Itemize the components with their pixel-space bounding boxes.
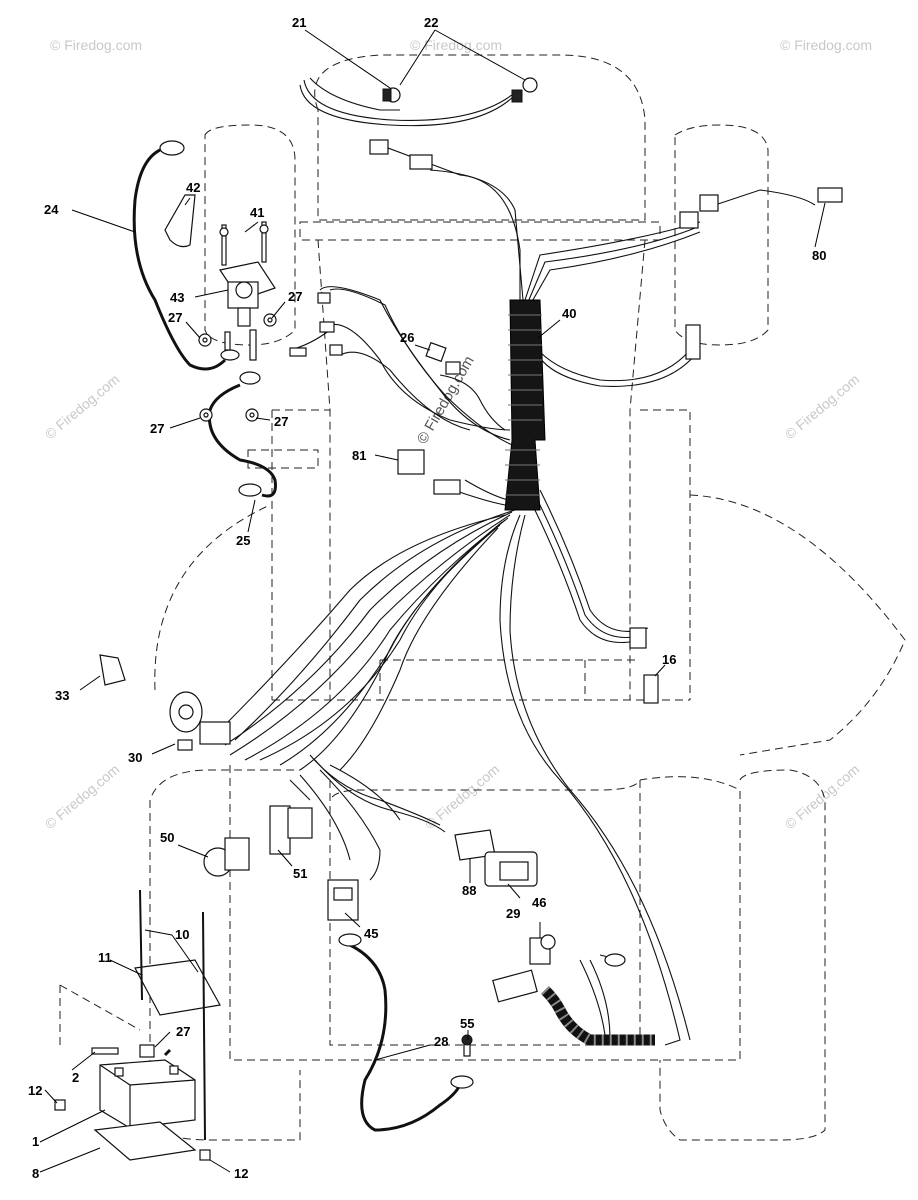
callout-29: 29	[506, 906, 520, 921]
callout-30: 30	[128, 750, 142, 765]
callout-27: 27	[274, 414, 288, 429]
callout-27: 27	[176, 1024, 190, 1039]
battery-1	[99, 1059, 196, 1129]
battery-cables	[132, 140, 474, 1132]
callout-16: 16	[662, 652, 676, 667]
tray-8	[93, 1121, 197, 1161]
callout-11: 11	[98, 950, 112, 965]
watermark-text: © Firedog.com	[780, 37, 872, 53]
nut-12	[199, 1149, 211, 1161]
ignition-switch-30	[169, 691, 231, 751]
harness-wires	[214, 77, 816, 1046]
watermark-text: © Firedog.com	[42, 761, 123, 832]
watermark-text: © Firedog.com	[782, 761, 863, 832]
callout-27: 27	[288, 289, 302, 304]
callout-41: 41	[250, 205, 264, 220]
switch-51	[269, 805, 291, 855]
callout-42: 42	[186, 180, 200, 195]
callout-26: 26	[400, 330, 414, 345]
connector	[369, 139, 389, 155]
callout-40: 40	[562, 306, 576, 321]
nut-27	[199, 408, 213, 422]
callout-2: 2	[72, 1070, 79, 1085]
watermark-text: © Firedog.com	[410, 37, 502, 53]
callout-10: 10	[175, 927, 189, 942]
callouts: 21 22 24 42 41 43 27 27 27 27 25 40 26 8…	[28, 15, 826, 1181]
callout-46: 46	[532, 895, 546, 910]
solenoid-43	[219, 221, 276, 327]
bulb-22-right	[511, 77, 538, 103]
leader-lines	[39, 29, 826, 1173]
callout-55: 55	[460, 1016, 474, 1031]
hold-down-11	[134, 959, 221, 1016]
watermark-text: © Firedog.com	[782, 371, 863, 442]
nut-27	[245, 408, 259, 422]
cable-24	[132, 148, 227, 371]
nut-27	[198, 333, 212, 347]
callout-27: 27	[168, 310, 182, 325]
callout-21: 21	[292, 15, 306, 30]
callout-22: 22	[424, 15, 438, 30]
callout-80: 80	[812, 248, 826, 263]
callout-50: 50	[160, 830, 174, 845]
nut-12	[54, 1099, 66, 1111]
connector	[409, 154, 433, 170]
callout-25: 25	[236, 533, 250, 548]
fuse-26	[425, 341, 447, 363]
relay-81	[397, 449, 425, 475]
cable-25	[207, 383, 277, 498]
callout-1: 1	[32, 1134, 39, 1149]
callout-12: 12	[28, 1083, 42, 1098]
callout-43: 43	[170, 290, 184, 305]
watermarks: © Firedog.com © Firedog.com © Firedog.co…	[42, 37, 872, 832]
switch-16	[643, 674, 659, 704]
callout-27: 27	[150, 421, 164, 436]
callout-28: 28	[434, 1034, 448, 1049]
harness-loom	[504, 299, 655, 1046]
connector-80	[817, 187, 843, 203]
bolt-2	[91, 1047, 119, 1055]
cable-28	[349, 943, 462, 1132]
callout-24: 24	[44, 202, 59, 217]
parts	[54, 77, 843, 1161]
callout-12: 12	[234, 1166, 248, 1181]
callout-51: 51	[293, 866, 307, 881]
callout-88: 88	[462, 883, 476, 898]
fuse-holder	[445, 361, 461, 375]
clip-33	[99, 654, 126, 686]
bulb-22-left	[382, 87, 401, 103]
callout-8: 8	[32, 1166, 39, 1181]
watermark-text: © Firedog.com	[50, 37, 142, 53]
callout-81: 81	[352, 448, 366, 463]
callout-33: 33	[55, 688, 69, 703]
watermark-text: © Firedog.com	[42, 371, 123, 442]
terminal-boot-42	[164, 194, 196, 248]
callout-45: 45	[364, 926, 378, 941]
